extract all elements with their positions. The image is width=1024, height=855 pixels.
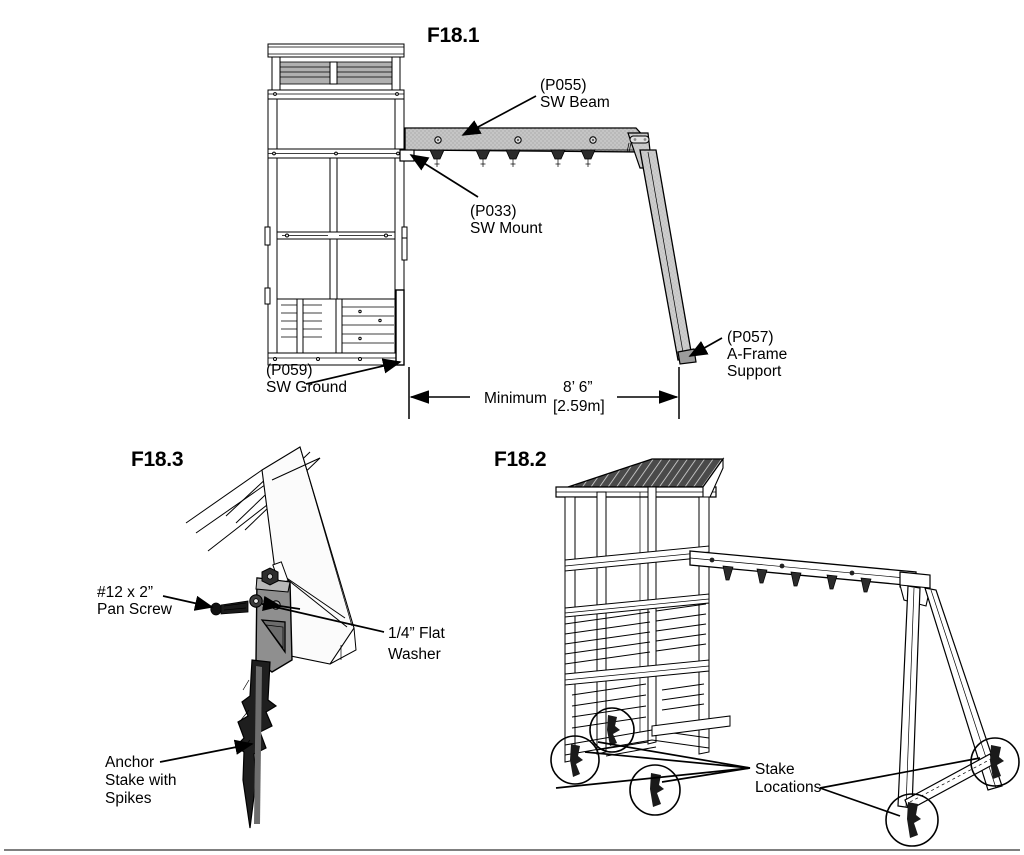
figure-title-f18-3: F18.3 xyxy=(131,448,183,471)
f18-2-stake-leaders xyxy=(555,741,981,817)
f18-3-leaders xyxy=(159,595,385,763)
f18-2-roof xyxy=(555,457,725,498)
f18-2-tower xyxy=(564,486,731,763)
a-frame-support-p057 xyxy=(626,132,697,365)
figure-f18-1 xyxy=(264,43,723,419)
callout-a-frame-name-1: A-Frame xyxy=(727,346,787,363)
f18-1-leaders xyxy=(305,95,723,385)
figure-title-f18-2: F18.2 xyxy=(494,448,546,471)
sw-beam-p055 xyxy=(404,127,647,167)
f18-2-a-frame xyxy=(897,585,1003,811)
callout-stake-locations-2: Locations xyxy=(755,779,822,796)
callout-a-frame-code: (P057) xyxy=(727,329,774,346)
figure-f18-2 xyxy=(550,457,1020,847)
dimension-metric: [2.59m] xyxy=(553,398,605,415)
callout-flat-washer-2: Washer xyxy=(388,646,441,663)
fort-tower-elevation xyxy=(264,43,408,366)
callout-pan-screw-2: Pan Screw xyxy=(97,601,173,618)
text-layer: F18.1 F18.3 F18.2 (P055) SW Beam (P033) … xyxy=(97,24,822,807)
figure-f18-3 xyxy=(159,446,385,829)
callout-sw-beam-name: SW Beam xyxy=(540,94,610,111)
callout-sw-beam-code: (P055) xyxy=(540,77,587,94)
callout-a-frame-name-2: Support xyxy=(727,363,782,380)
callout-stake-locations-1: Stake xyxy=(755,761,795,778)
deck-slats xyxy=(564,603,707,665)
lower-slats xyxy=(571,683,705,729)
figure-title-f18-1: F18.1 xyxy=(427,24,480,47)
anchor-stake-part xyxy=(235,659,278,829)
swing-hangers xyxy=(429,149,596,167)
callout-sw-mount-code: (P033) xyxy=(470,203,517,220)
callout-anchor-stake-1: Anchor xyxy=(105,754,154,771)
minimum-clearance-dimension xyxy=(408,367,680,419)
callout-pan-screw-1: #12 x 2” xyxy=(97,584,153,601)
anchor-bracket xyxy=(249,567,293,673)
dimension-label: Minimum xyxy=(484,390,547,407)
pan-screw-part xyxy=(210,600,249,616)
callout-sw-ground-code: (P059) xyxy=(266,362,313,379)
stake-location-circles xyxy=(550,707,1020,847)
callout-sw-ground-name: SW Ground xyxy=(266,379,347,396)
callout-anchor-stake-2: Stake with xyxy=(105,772,177,789)
callout-anchor-stake-3: Spikes xyxy=(105,790,152,807)
f18-2-hangers xyxy=(722,565,872,593)
dimension-imperial: 8’ 6” xyxy=(563,379,593,396)
callout-sw-mount-name: SW Mount xyxy=(470,220,543,237)
f18-2-swing-beam xyxy=(689,550,931,607)
callout-flat-washer-1: 1/4” Flat xyxy=(388,625,446,642)
